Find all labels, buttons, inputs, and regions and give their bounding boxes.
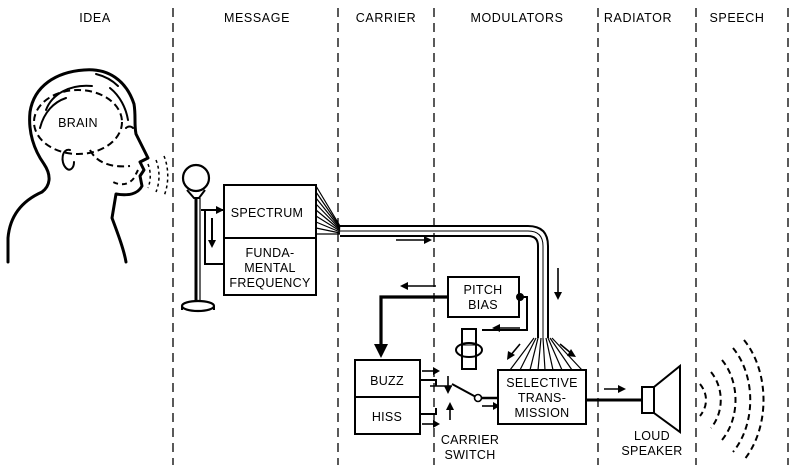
- brain-label: BRAIN: [58, 116, 98, 130]
- fundamental-label-3: FREQUENCY: [229, 276, 311, 290]
- header-message: MESSAGE: [224, 11, 290, 25]
- selective-transmission-box: SELECTIVE TRANS- MISSION: [497, 369, 587, 425]
- pitch-wires: [379, 293, 528, 350]
- switch-arrows: [422, 367, 500, 428]
- fan-arrows: [507, 343, 576, 360]
- carrier-switch-label-2: SWITCH: [444, 448, 495, 462]
- breath-waves: [147, 155, 169, 197]
- pitch-arrows: [374, 282, 520, 358]
- header-speech: SPEECH: [709, 11, 764, 25]
- microphone-stand: [180, 163, 216, 313]
- header-idea: IDEA: [79, 11, 111, 25]
- column-headers: IDEA MESSAGE CARRIER MODULATORS RADIATOR…: [79, 11, 764, 25]
- fundamental-label-2: MENTAL: [244, 261, 296, 275]
- fundamental-label-1: FUNDA-: [245, 246, 294, 260]
- pitch-bias-label-1: PITCH: [464, 283, 503, 297]
- speaker-icon: [641, 363, 681, 434]
- cable-arrows: [396, 236, 562, 300]
- spectrum-label: SPECTRUM: [231, 206, 304, 220]
- selective-label-3: MISSION: [515, 406, 570, 420]
- spectrum-cable: [340, 225, 549, 338]
- selective-fan: [509, 337, 583, 371]
- speaker-wire: [586, 385, 642, 402]
- header-radiator: RADIATOR: [604, 11, 672, 25]
- head-silhouette: [6, 68, 150, 264]
- analyzer-box: SPECTRUM FUNDA- MENTAL FREQUENCY: [223, 184, 317, 296]
- pitch-control-knob: [455, 328, 483, 370]
- buzz-label: BUZZ: [370, 374, 404, 388]
- carrier-box: BUZZ HISS: [354, 359, 421, 435]
- selective-label-2: TRANS-: [518, 391, 566, 405]
- spectrum-fan: [315, 185, 341, 235]
- pitch-bias-label-2: BIAS: [468, 298, 498, 312]
- header-carrier: CARRIER: [356, 11, 416, 25]
- loud-speaker-label-2: SPEAKER: [621, 444, 682, 458]
- brain-outline: BRAIN: [33, 89, 139, 186]
- header-modulators: MODULATORS: [470, 11, 563, 25]
- carrier-switch-label-1: CARRIER: [441, 433, 499, 447]
- mic-wires: [201, 209, 224, 265]
- pitch-bias-box: PITCH BIAS: [447, 276, 520, 318]
- mic-arrows: [208, 206, 224, 248]
- hiss-label: HISS: [372, 410, 402, 424]
- carrier-switch: [420, 379, 498, 415]
- selective-label-1: SELECTIVE: [506, 376, 577, 390]
- sound-waves: [699, 339, 765, 461]
- loud-speaker-label-1: LOUD: [634, 429, 670, 443]
